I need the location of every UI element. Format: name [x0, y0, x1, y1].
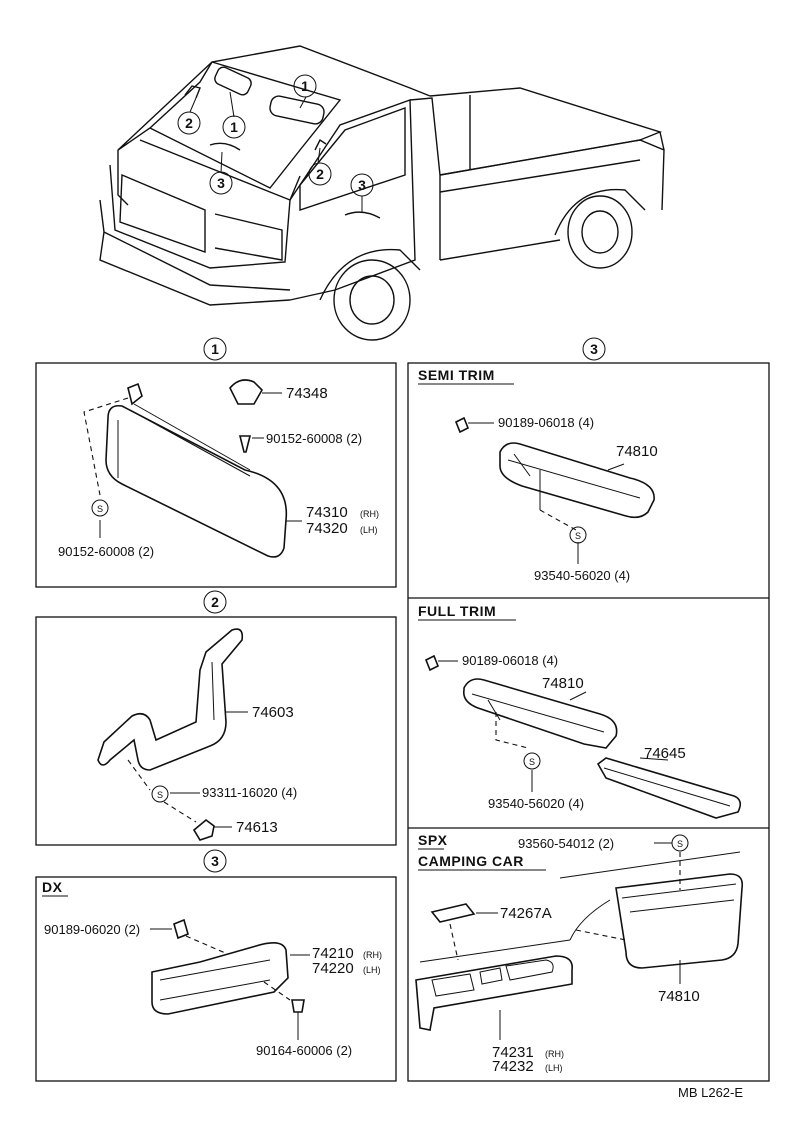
dx-armrest-lh-suffix: (LH): [363, 965, 381, 975]
full-trim-s-symbol: S: [523, 752, 541, 770]
section-3-dx-box: [35, 876, 397, 1082]
grip-74603-label: 74603: [252, 704, 294, 721]
dx-armrest-rh-suffix: (RH): [363, 950, 382, 960]
full-trim-clip-label: 90189-06018 (4): [462, 653, 558, 668]
section-marker-3-dx: 3: [203, 849, 227, 873]
dx-armrest-lh-label: 74220: [312, 960, 354, 977]
svg-text:S: S: [157, 790, 163, 800]
semi-trim-clip-label: 90189-06018 (4): [498, 415, 594, 430]
full-trim-armrest-label: 74810: [542, 675, 584, 692]
semi-trim-armrest-label: 74810: [616, 443, 658, 460]
truck-callout-2b: 2: [308, 162, 332, 186]
section-2-box: [35, 616, 397, 846]
full-trim-drawing: [424, 654, 742, 819]
dx-armrest-rh-label: 74210: [312, 945, 354, 962]
spx-armrest-label: 74810: [658, 988, 700, 1005]
visor-lh-label: 74320: [306, 520, 348, 537]
full-trim-pad-label: 74645: [644, 745, 686, 762]
svg-text:3: 3: [590, 341, 598, 357]
s-symbol-2: S: [151, 785, 169, 803]
svg-text:3: 3: [358, 177, 366, 193]
svg-text:S: S: [97, 504, 103, 514]
svg-text:1: 1: [230, 119, 238, 135]
svg-text:2: 2: [185, 115, 193, 131]
camping-car-title: CAMPING CAR: [418, 853, 524, 869]
cover-74613-label: 74613: [236, 819, 278, 836]
svg-text:1: 1: [301, 78, 309, 94]
assist-grip-drawing: [97, 628, 248, 841]
dx-screw-label: 90164-60006 (2): [256, 1043, 352, 1058]
visor-lh-suffix: (LH): [360, 525, 378, 535]
bolt-upper-label: 90152-60008 (2): [266, 431, 362, 446]
semi-trim-drawing: [454, 416, 655, 564]
svg-text:3: 3: [211, 853, 219, 869]
section-1-box: [35, 362, 397, 588]
spx-drawing: [415, 842, 744, 1040]
section-3-right-box: [407, 362, 770, 1082]
section-marker-2: 2: [203, 590, 227, 614]
truck-callout-3a: 3: [209, 171, 233, 195]
svg-text:1: 1: [211, 341, 219, 357]
spx-base-rh-label: 74231: [492, 1044, 534, 1061]
spx-base-lh-suffix: (LH): [545, 1063, 563, 1073]
part-74348-label: 74348: [286, 385, 328, 402]
semi-trim-s-symbol: S: [569, 526, 587, 544]
truck-illustration: [99, 45, 665, 341]
semi-trim-title: SEMI TRIM: [418, 367, 495, 383]
truck-callout-3b: 3: [350, 173, 374, 197]
spx-title: SPX: [418, 832, 448, 848]
s-symbol-1: S: [91, 499, 109, 517]
truck-callout-1a: 1: [293, 74, 317, 98]
dx-title: DX: [42, 879, 63, 895]
dx-clip-label: 90189-06020 (2): [44, 922, 140, 937]
diagram-code: MB L262-E: [678, 1085, 743, 1100]
spx-s-symbol: S: [671, 834, 689, 852]
section-marker-3-right: 3: [582, 337, 606, 361]
sun-visor-drawing: [83, 379, 302, 558]
svg-text:S: S: [575, 531, 581, 541]
full-trim-screw-label: 93540-56020 (4): [488, 796, 584, 811]
svg-text:S: S: [529, 757, 535, 767]
spx-base-lh-label: 74232: [492, 1058, 534, 1075]
screw-93311-label: 93311-16020 (4): [202, 785, 297, 800]
svg-text:S: S: [677, 839, 683, 849]
semi-trim-screw-label: 93540-56020 (4): [534, 568, 630, 583]
dx-armrest-drawing: [150, 918, 310, 1040]
spx-screw-label: 93560-54012 (2): [518, 836, 614, 851]
bolt-lower-label: 90152-60008 (2): [58, 544, 154, 559]
visor-rh-label: 74310: [306, 504, 348, 521]
section-marker-1: 1: [203, 337, 227, 361]
spx-base-rh-suffix: (RH): [545, 1049, 564, 1059]
svg-text:2: 2: [316, 166, 324, 182]
truck-callout-2a: 2: [177, 111, 201, 135]
full-trim-title: FULL TRIM: [418, 603, 496, 619]
svg-text:2: 2: [211, 594, 219, 610]
spx-lid-label: 74267A: [500, 905, 552, 922]
svg-text:3: 3: [217, 175, 225, 191]
visor-rh-suffix: (RH): [360, 509, 379, 519]
truck-callout-1b: 1: [222, 115, 246, 139]
